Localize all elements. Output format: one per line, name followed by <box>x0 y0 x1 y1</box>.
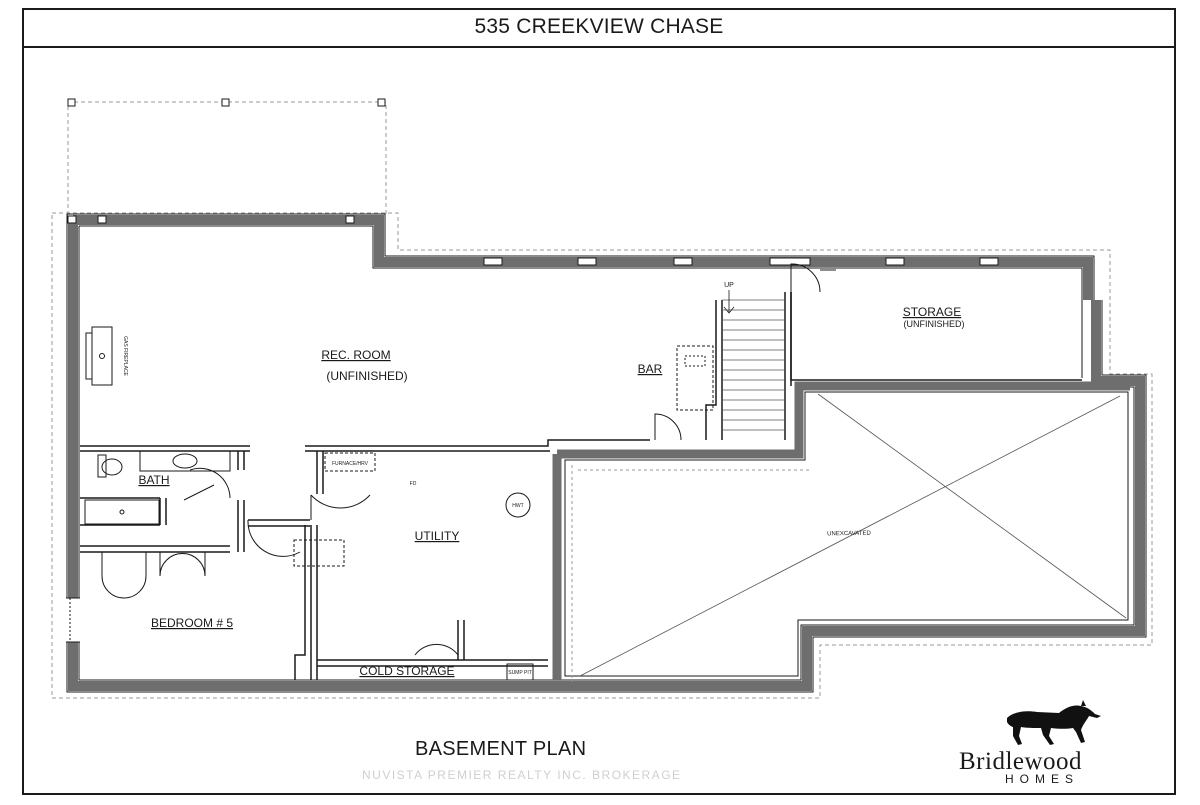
exterior-walls <box>68 215 1145 691</box>
bath-label: BATH <box>138 473 169 487</box>
storage-label: STORAGE <box>903 305 961 319</box>
brand-sub: HOMES <box>1005 772 1080 786</box>
rec-room-status: (UNFINISHED) <box>326 369 407 383</box>
interior-walls <box>80 292 1082 680</box>
drawing-frame <box>22 8 1176 795</box>
cold-storage-label: COLD STORAGE <box>359 664 454 678</box>
deck-posts <box>67 98 386 107</box>
unexcavated-cross <box>579 393 1127 677</box>
fireplace-note: GAS FIREPLACE <box>122 336 128 376</box>
unexcavated-walls <box>552 381 1130 680</box>
bridlewood-logo: Bridlewood HOMES <box>955 700 1165 790</box>
stair-up-note: UP <box>724 282 734 289</box>
foundation-offset-outline <box>51 212 1153 699</box>
listing-watermark: NUVISTA PREMIER REALTY INC. BROKERAGE <box>362 768 682 782</box>
storage-status: (UNFINISHED) <box>904 319 965 329</box>
utility-label: UTILITY <box>415 529 460 543</box>
rec-room-label: REC. ROOM <box>321 348 390 362</box>
hwt-note: HWT <box>512 503 523 509</box>
unexcavated-dashed <box>571 465 812 682</box>
horse-icon <box>1007 700 1101 745</box>
floor-drain-note: FD <box>410 481 417 487</box>
staircase <box>722 290 785 431</box>
plan-title: BASEMENT PLAN <box>415 738 587 760</box>
exterior-wall-lines <box>66 213 1147 693</box>
room-labels: REC. ROOM (UNFINISHED) STORAGE (UNFINISH… <box>138 305 964 678</box>
deck-outline <box>67 101 387 215</box>
brand-name: Bridlewood <box>959 748 1083 775</box>
bedroom-label: BEDROOM # 5 <box>151 616 233 630</box>
bar-label: BAR <box>638 362 663 376</box>
property-address: 535 CREEKVIEW CHASE <box>474 15 724 38</box>
sump-pit-note: SUMP PIT <box>508 670 532 676</box>
exterior-openings <box>66 597 80 643</box>
door-swings <box>101 263 836 656</box>
plan-notes: UP GAS FIREPLACE FURNACE/HRV HWT FD SUMP… <box>122 282 734 676</box>
unexcavated-inner-lines <box>564 391 1129 677</box>
unexcavated-label: UNEXCAVATED <box>827 531 871 538</box>
title-bar: 535 CREEKVIEW CHASE <box>22 8 1176 48</box>
fixtures <box>84 326 714 681</box>
furnace-note: FURNACE/HRV <box>332 461 369 467</box>
windows <box>67 215 999 266</box>
